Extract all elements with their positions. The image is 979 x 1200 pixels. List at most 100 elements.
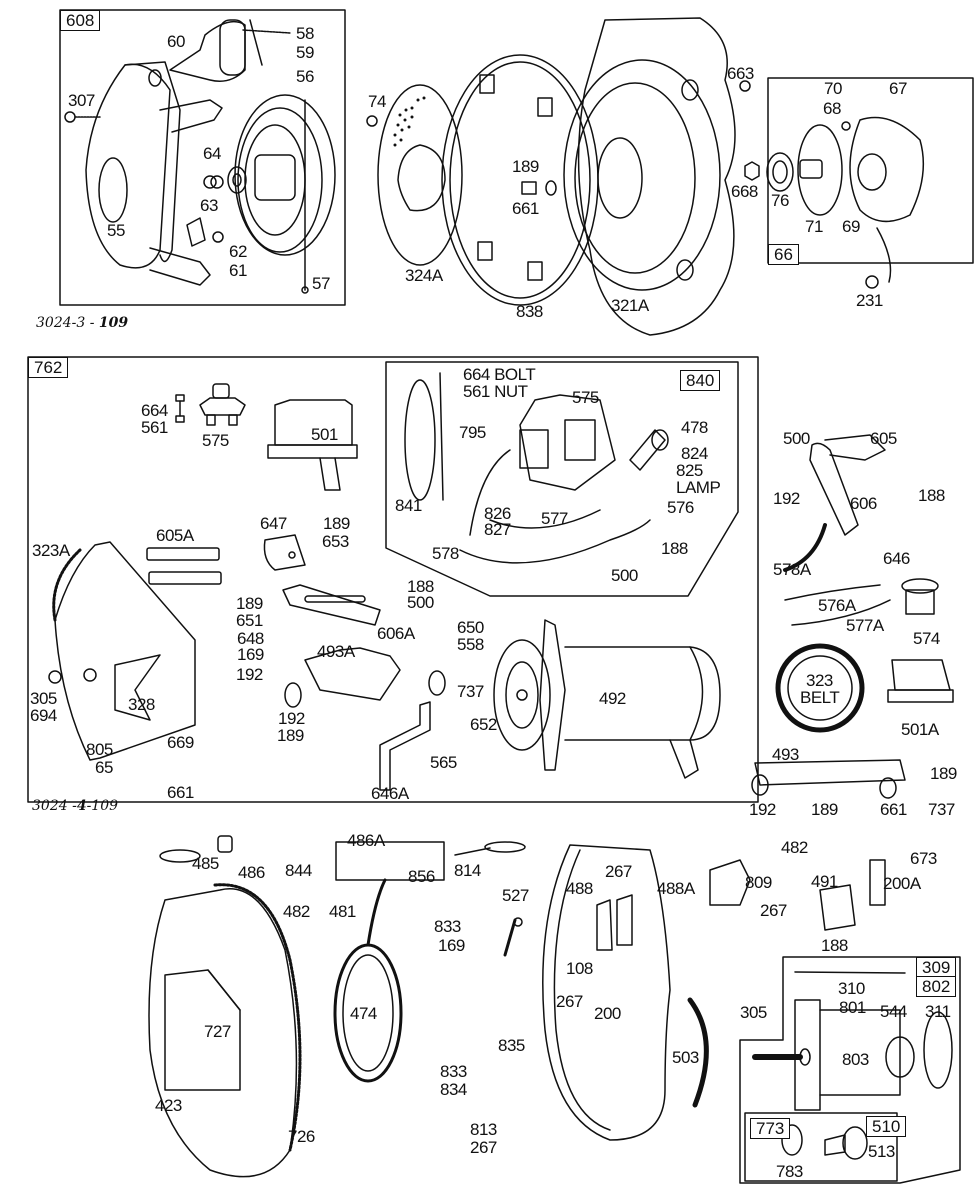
part-label-561-nut: 561 NUT [463,382,528,401]
part-label-57: 57 [312,274,330,293]
regulator-501A [887,659,954,703]
part-label-192-b: 192 [278,709,305,728]
backplate [542,844,671,1141]
part-label-323: 323 [806,671,833,690]
group-box-608 [59,9,346,306]
part-label-493A: 493A [317,642,355,661]
group-label-66: 66 [768,244,799,265]
blower-housing [563,17,736,336]
part-label-813: 813 [470,1120,497,1139]
bracket-605-606 [809,434,886,536]
part-label-575: 575 [202,431,229,450]
part-label-576: 576 [667,498,694,517]
part-label-belt: BELT [800,688,840,707]
part-label-726: 726 [288,1127,315,1146]
part-label-321A: 321A [611,296,649,315]
group-label-309: 309 [916,957,957,978]
voltage-regulator-501 [267,399,358,491]
part-label-561: 561 [141,418,168,437]
part-label-661-mid: 661 [167,783,194,802]
part-label-58: 58 [296,24,314,43]
part-label-169: 169 [237,645,264,664]
part-label-501A: 501A [901,720,939,739]
part-label-727: 727 [204,1022,231,1041]
part-label-481: 481 [329,902,356,921]
group-label-773: 773 [750,1118,791,1139]
part-label-651: 651 [236,611,263,630]
part-label-267-b: 267 [556,992,583,1011]
part-label-67: 67 [889,79,907,98]
rewind-starter-housing [85,61,223,286]
bracket-647 [263,534,306,571]
part-label-192-right-2: 192 [749,800,776,819]
drawing-code-prefix: 3024 - [32,798,77,814]
part-label-70: 70 [824,79,842,98]
part-label-231: 231 [856,291,883,310]
part-label-663: 663 [727,64,754,83]
drive-shaft-513 [824,1126,868,1160]
part-label-486: 486 [238,863,265,882]
part-label-311: 311 [925,1002,951,1021]
part-label-55: 55 [107,221,125,240]
part-label-307: 307 [68,91,95,110]
part-label-801: 801 [839,998,866,1017]
part-label-646: 646 [883,549,910,568]
bracket-503 [687,997,709,1108]
part-label-485: 485 [192,854,219,873]
connector-856 [335,841,445,881]
part-label-513: 513 [868,1142,895,1161]
part-label-65: 65 [95,758,113,777]
part-label-827: 827 [484,520,511,539]
part-label-605A: 605A [156,526,194,545]
brackets-605A [146,547,222,585]
part-label-192-right: 192 [773,489,800,508]
part-label-lamp: LAMP [676,478,721,497]
part-label-694: 694 [30,706,57,725]
part-label-844: 844 [285,861,312,880]
part-label-200A: 200A [883,874,921,893]
rewind-cup-assembly [766,116,925,283]
nut-668 [744,161,760,181]
drawing-code-mid: 4 [76,798,87,814]
part-label-189: 189 [512,157,539,176]
part-label-673: 673 [910,849,937,868]
part-label-69: 69 [842,217,860,236]
starter-solenoid-575 [199,383,246,426]
part-label-838: 838 [516,302,543,321]
part-label-606A: 606A [377,624,415,643]
wires-576A-577A [784,584,891,626]
screw-231 [865,275,879,289]
drive-gear-783 [781,1124,803,1156]
part-label-500-right: 500 [783,429,810,448]
part-label-64: 64 [203,144,221,163]
part-label-188-panel: 188 [661,539,688,558]
bolt-661 [521,180,557,196]
belt-guard-328 [52,541,196,761]
part-label-578: 578 [432,544,459,563]
part-label-737: 737 [457,682,484,701]
part-label-652: 652 [470,715,497,734]
drawing-code-suffix: -109 [86,798,119,814]
part-label-565: 565 [430,753,457,772]
charging-panel-840 [404,372,669,564]
belt-323 [775,643,865,733]
part-label-474: 474 [350,1004,377,1023]
wire-814 [454,841,526,856]
part-label-833-b: 833 [440,1062,467,1081]
part-label-74: 74 [368,92,386,111]
part-label-664-bolt: 664 BOLT [463,365,536,384]
flywheel-726 [148,883,302,1178]
starter-motor-803 [752,971,953,1111]
part-label-62: 62 [229,242,247,261]
group-box-762 [27,356,759,803]
part-label-68: 68 [823,99,841,118]
part-label-423: 423 [155,1096,182,1115]
ammeter-574 [901,578,939,615]
terminal-809 [709,859,751,906]
part-label-814: 814 [454,861,481,880]
part-label-501: 501 [311,425,338,444]
part-label-577A: 577A [846,616,884,635]
terminal-527 [503,917,523,957]
armature-474 [333,878,403,1083]
group-box-510 [744,1112,898,1182]
